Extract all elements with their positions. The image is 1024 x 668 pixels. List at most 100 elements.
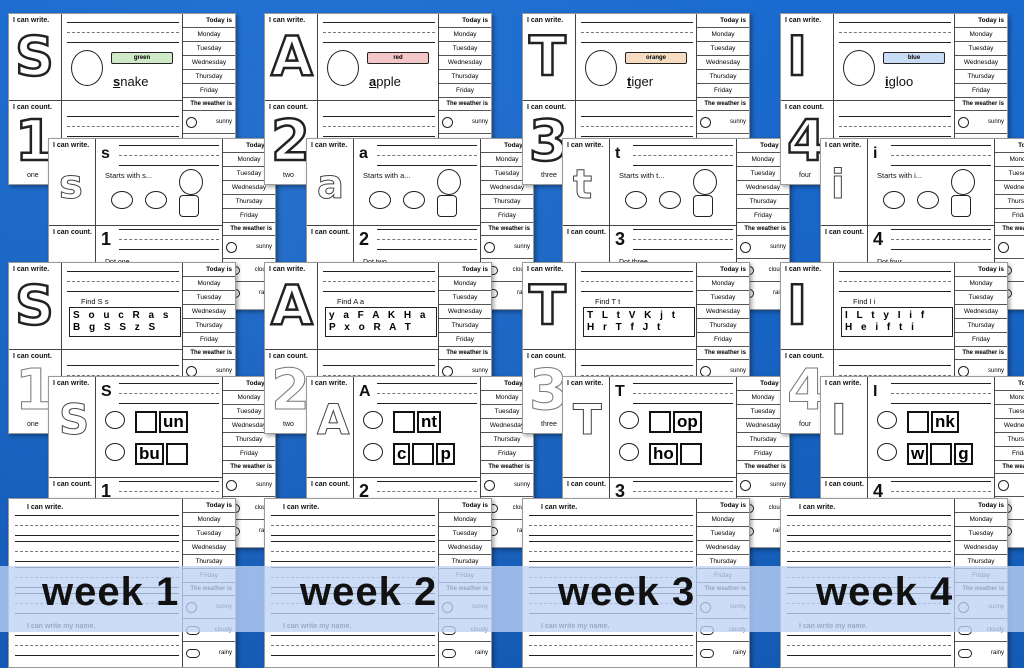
writing-line (15, 635, 179, 636)
number-word: four (799, 172, 812, 179)
dashed-line (377, 393, 477, 394)
day-friday: Friday (737, 208, 789, 222)
write-label: I can write. (567, 380, 604, 387)
dashed-line (581, 281, 693, 282)
writing-line (271, 535, 435, 536)
day-monday: Monday (697, 512, 749, 526)
picture-icon (693, 169, 717, 195)
day-monday: Monday (955, 27, 1007, 41)
sun-icon (484, 241, 495, 253)
writing-line (581, 42, 693, 43)
picture-word: igloo (885, 74, 913, 89)
cvc-letters: nk (931, 411, 959, 433)
picture-icon (883, 191, 905, 209)
dashed-line (633, 155, 733, 156)
cvc-blank[interactable] (930, 443, 953, 465)
crayon-icon: orange (625, 52, 687, 64)
cvc-blank[interactable] (907, 411, 929, 433)
day-thursday: Thursday (955, 69, 1007, 83)
weather-label: The weather is (995, 222, 1024, 235)
day-wednesday: Wednesday (697, 304, 749, 318)
day-friday: Friday (223, 446, 275, 460)
day-thursday: Thursday (697, 318, 749, 332)
cvc-letters: ho (649, 443, 678, 465)
day-friday: Friday (737, 446, 789, 460)
day-tuesday: Tuesday (955, 526, 1007, 540)
dashed-line (271, 525, 435, 526)
weather-label: The weather is (697, 346, 749, 359)
cvc-blank[interactable] (165, 443, 188, 465)
week-4-label: week 4 (816, 570, 954, 614)
weather-option-label: rainy (773, 528, 786, 534)
divider (833, 263, 834, 349)
day-thursday: Thursday (223, 194, 275, 208)
dashed-line (633, 393, 733, 394)
traced-letter: i (831, 162, 846, 208)
picture-icon (693, 195, 713, 217)
divider (563, 477, 737, 478)
day-tuesday: Tuesday (481, 404, 533, 418)
cvc-blank[interactable] (679, 443, 702, 465)
writing-line (15, 535, 179, 536)
day-tuesday: Tuesday (737, 166, 789, 180)
cvc-blank[interactable] (649, 411, 671, 433)
weather-label: The weather is (481, 460, 533, 473)
writing-line (323, 42, 435, 43)
starts-with-text: Starts with s... (105, 171, 153, 180)
write-label: I can write. (825, 142, 862, 149)
today-label: Today is (246, 380, 272, 387)
weather-label: The weather is (481, 222, 533, 235)
cvc-word: op (649, 411, 702, 433)
dashed-line (323, 32, 435, 33)
day-friday: Friday (481, 208, 533, 222)
day-monday: Monday (955, 512, 1007, 526)
day-friday: Friday (183, 83, 235, 97)
day-tuesday: Tuesday (955, 290, 1007, 304)
write-label: I can write. (785, 17, 822, 24)
cvc-blank[interactable] (412, 443, 435, 465)
writing-line (787, 515, 951, 516)
sun-icon (442, 365, 453, 377)
day-thursday: Thursday (737, 432, 789, 446)
writing-line (67, 271, 179, 272)
find-row: B g S S z S (73, 322, 159, 333)
picture-icon (71, 50, 103, 86)
writing-line (119, 403, 219, 404)
weather-option-label: cloudy (768, 505, 786, 511)
day-wednesday: Wednesday (183, 55, 235, 69)
writing-line (119, 165, 219, 166)
dashed-line (323, 126, 435, 127)
cvc-blank[interactable] (393, 411, 415, 433)
find-row: I L t y I i f (845, 310, 928, 321)
writing-line (67, 116, 179, 117)
count-label: I can count. (527, 353, 566, 360)
word-rest: pple (376, 74, 401, 89)
writing-line (323, 291, 435, 292)
dashed-line (787, 551, 951, 552)
weather-option-label: cloudy (255, 505, 272, 511)
weather-label: The weather is (223, 222, 275, 235)
day-wednesday: Wednesday (955, 540, 1007, 554)
divider (353, 377, 354, 477)
today-label: Today is (720, 17, 746, 24)
day-wednesday: Wednesday (737, 418, 789, 432)
dashed-line (119, 155, 219, 156)
writing-line (529, 535, 693, 536)
weather-option-label: rainy (474, 650, 488, 656)
count-label: I can count. (785, 353, 824, 360)
writing-line (633, 229, 733, 230)
count-label: I can count. (311, 229, 350, 236)
letter: i (873, 145, 878, 162)
cvc-letters: p (436, 443, 455, 465)
dashed-line (271, 551, 435, 552)
day-monday: Monday (995, 390, 1024, 404)
write-label: I can write. (785, 266, 822, 273)
divider (265, 100, 439, 101)
day-tuesday: Tuesday (439, 290, 491, 304)
write-label: I can write. (269, 266, 306, 273)
writing-line (377, 481, 477, 482)
picture-icon (877, 443, 897, 461)
cvc-blank[interactable] (135, 411, 157, 433)
divider (609, 139, 610, 225)
writing-line (15, 561, 179, 562)
